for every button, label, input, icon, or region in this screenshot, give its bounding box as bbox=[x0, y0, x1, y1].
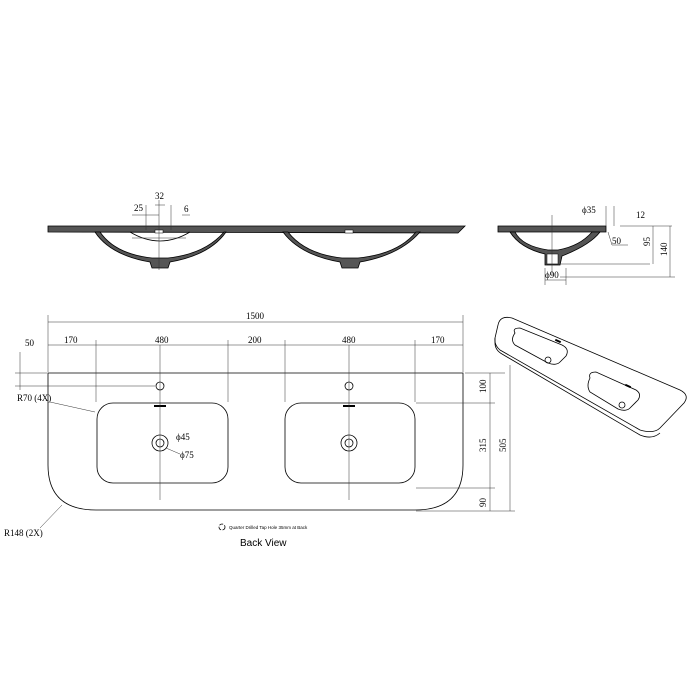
dim-segment: 170 bbox=[431, 335, 445, 345]
vanity-outline bbox=[47, 372, 464, 511]
view-title: Back View bbox=[240, 538, 287, 549]
isometric-view bbox=[494, 316, 687, 438]
dim-tap-width: 32 bbox=[155, 191, 164, 201]
tap-hole-symbol-icon bbox=[218, 523, 226, 531]
dim-drain-dia: ϕ90 bbox=[545, 270, 559, 280]
dim-drain-outer: ϕ75 bbox=[180, 450, 194, 460]
dim-right-front: 90 bbox=[478, 498, 488, 508]
dim-thickness: 6 bbox=[184, 204, 189, 214]
dim-total-width: 1500 bbox=[246, 311, 265, 321]
dim-total-depth: 140 bbox=[659, 242, 669, 256]
front-elevation: 25 32 6 bbox=[47, 191, 466, 270]
dim-top-thickness: 12 bbox=[636, 210, 645, 220]
basin-bowl-left bbox=[94, 231, 227, 269]
dim-segment: 480 bbox=[342, 335, 356, 345]
basin-right bbox=[284, 402, 416, 484]
countertop-slab bbox=[47, 225, 466, 234]
dim-tap-offset: 25 bbox=[134, 203, 144, 213]
dim-basin-radius: R70 (4X) bbox=[17, 393, 51, 403]
dim-tap-hole: ϕ35 bbox=[582, 205, 596, 215]
dim-segment: 200 bbox=[248, 335, 262, 345]
basin-bowl-right bbox=[282, 231, 421, 269]
dim-drain-inner: ϕ45 bbox=[176, 432, 190, 442]
dim-right-basin: 315 bbox=[478, 438, 488, 452]
dim-bowl-depth: 95 bbox=[642, 237, 652, 247]
dim-left-tap-offset: 50 bbox=[25, 338, 35, 348]
dim-segment: 480 bbox=[155, 335, 169, 345]
tap-hole-note: Quarter Drilled Tap Hole 35mm at Back bbox=[229, 525, 308, 530]
dim-right-back: 100 bbox=[478, 379, 488, 393]
dim-corner-radius: R148 (2X) bbox=[4, 528, 43, 538]
side-section: ϕ35 12 50 95 140 ϕ90 bbox=[497, 205, 675, 285]
dim-side-tap-offset: 50 bbox=[612, 236, 622, 246]
basin-left bbox=[96, 402, 229, 484]
back-view: 1500 170 480 200 480 170 50 R70 (4X) R14… bbox=[4, 311, 515, 549]
dim-segment: 170 bbox=[64, 335, 78, 345]
dim-right-total: 505 bbox=[498, 438, 508, 452]
